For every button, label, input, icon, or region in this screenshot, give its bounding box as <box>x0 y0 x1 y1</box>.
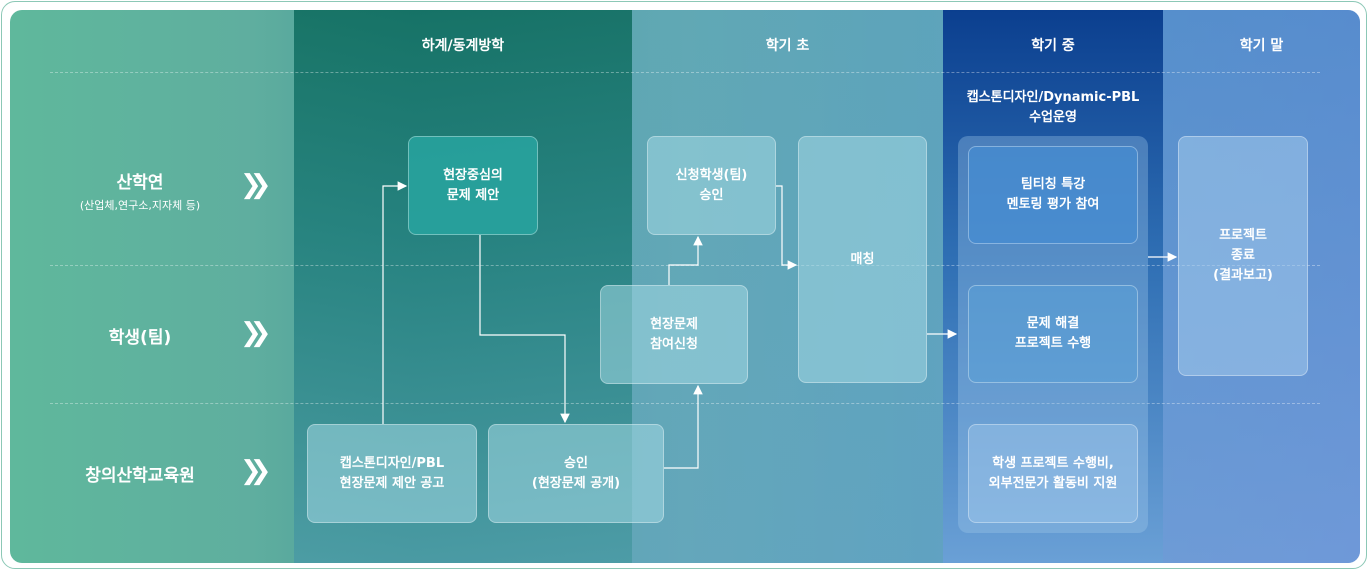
arrow-team-approval-to-matching <box>776 185 798 270</box>
project-end-box: 프로젝트 종료 (결과보고) <box>1178 136 1308 376</box>
flow-arrows <box>382 181 1178 469</box>
row-label-industry: 산학연 (산업체,연구소,지자체 등) <box>50 168 230 213</box>
notice-box: 캡스톤디자인/PBL 현장문제 제안 공고 <box>307 424 477 523</box>
apply-box: 현장문제 참여신청 <box>600 285 748 384</box>
row-label-student-title: 학생(팀) <box>108 328 172 348</box>
problem-proposal-box: 현장중심의 문제 제안 <box>408 136 538 235</box>
column-header-vacation: 하계/동계방학 <box>421 38 505 54</box>
row-label-industry-title: 산학연 <box>116 173 164 193</box>
approval-public-box: 승인 (현장문제 공개) <box>488 424 664 523</box>
row-label-student: 학생(팀) <box>50 323 230 348</box>
panel-title: 캡스톤디자인/Dynamic-PBL 수업운영 <box>966 90 1140 125</box>
diagram-frame: 하계/동계방학 학기 초 학기 중 학기 말 산학연 (산업체,연구소,지자체 … <box>10 10 1360 563</box>
row-label-institute: 창의산학교육원 <box>50 461 230 486</box>
arrow-apply-to-team-approval <box>668 235 703 285</box>
arrow-notice-to-proposal <box>382 181 408 424</box>
row-label-industry-sub: (산업체,연구소,지자체 등) <box>79 199 201 212</box>
support-box: 학생 프로젝트 수행비, 외부전문가 활동비 지원 <box>968 424 1138 523</box>
team-approval-box: 신청학생(팀) 승인 <box>647 136 776 235</box>
arrow-proposal-to-approval <box>479 235 570 424</box>
divider-line <box>50 403 1320 404</box>
problem-solving-box: 문제 해결 프로젝트 수행 <box>968 285 1138 383</box>
column-header-semester-start: 학기 초 <box>765 38 810 54</box>
arrow-approval-to-apply <box>664 384 703 469</box>
column-header-semester-end: 학기 말 <box>1239 38 1284 54</box>
divider-line <box>50 72 1320 73</box>
team-teaching-box: 팀티칭 특강 멘토링 평가 참여 <box>968 146 1138 244</box>
row-label-institute-title: 창의산학교육원 <box>85 466 195 486</box>
matching-box: 매칭 <box>798 136 927 383</box>
column-header-semester-mid: 학기 중 <box>1031 38 1075 54</box>
